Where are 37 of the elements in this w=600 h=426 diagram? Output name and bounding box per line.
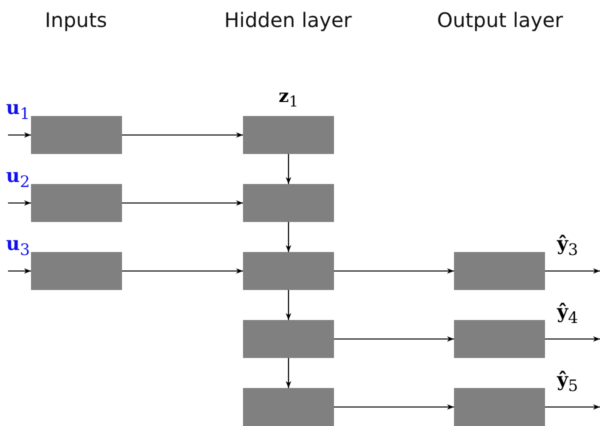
- arrow: [286, 290, 292, 320]
- arrow: [286, 358, 292, 388]
- arrow: [122, 132, 243, 138]
- arrow: [334, 404, 454, 410]
- arrow: [286, 154, 292, 184]
- column-heading: Output layer: [437, 8, 563, 32]
- arrow: [286, 222, 292, 252]
- edge-label: u$_{2}$: [6, 167, 30, 190]
- arrow: [545, 404, 600, 410]
- layer-box: [243, 320, 334, 358]
- edge-label: u$_{3}$: [6, 235, 30, 258]
- layer-box: [31, 184, 122, 222]
- arrow: [8, 268, 31, 274]
- arrow: [122, 268, 243, 274]
- layer-box: [454, 252, 545, 290]
- layer-box: [454, 388, 545, 426]
- layer-box: [243, 116, 334, 154]
- arrow: [8, 132, 31, 138]
- column-heading: Inputs: [44, 8, 108, 32]
- arrow: [334, 268, 454, 274]
- arrow: [545, 268, 600, 274]
- state-label: z$_{1}$: [278, 86, 298, 111]
- layer-box: [31, 252, 122, 290]
- layer-box: [243, 252, 334, 290]
- edge-label: ŷ$_{4}$: [557, 303, 578, 326]
- layer-box: [243, 388, 334, 426]
- layer-box: [31, 116, 122, 154]
- arrow: [8, 200, 31, 206]
- layer-box: [454, 320, 545, 358]
- arrow: [334, 336, 454, 342]
- column-heading: Hidden layer: [224, 8, 352, 32]
- arrow: [122, 200, 243, 206]
- edge-label: ŷ$_{3}$: [557, 235, 578, 258]
- arrow: [545, 336, 600, 342]
- edge-label: u$_{1}$: [6, 99, 30, 122]
- edge-label: ŷ$_{5}$: [557, 371, 578, 394]
- layer-box: [243, 184, 334, 222]
